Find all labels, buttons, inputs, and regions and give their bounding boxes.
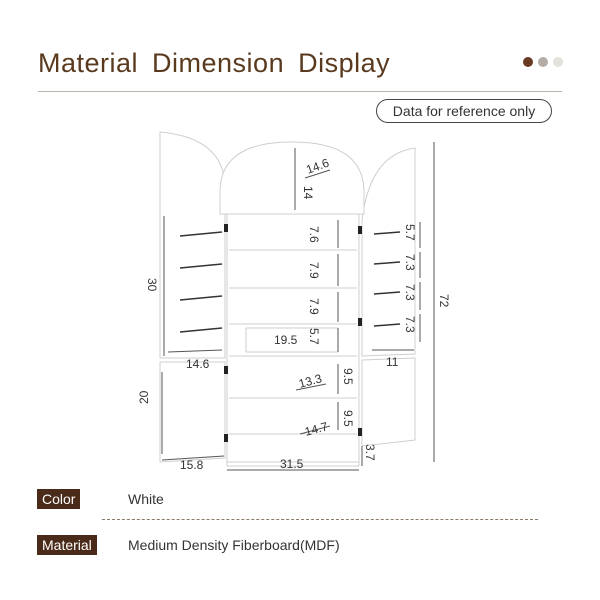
rack-bar	[179, 231, 223, 237]
carousel-dot-1[interactable]	[523, 57, 533, 67]
rack-bar	[373, 261, 401, 265]
left-lower-door	[159, 361, 226, 463]
dimension-label: 20	[137, 390, 151, 404]
page-title: Material Dimension Display	[38, 48, 391, 78]
dimension-line	[167, 349, 223, 353]
cabinet-drawing-svg: 14 14.6 7.6 7.9 7.9 5.7 19.5 5.7 7.3 7.3…	[137, 131, 451, 472]
dimension-label: 7.3	[403, 284, 417, 301]
spec-value-material: Medium Density Fiberboard(MDF)	[128, 537, 340, 553]
dimension-label: 7.9	[307, 298, 321, 315]
hinge	[358, 318, 362, 326]
dimension-label: 13.3	[297, 371, 323, 391]
dimension-label: 7.3	[403, 316, 417, 333]
rack-bar	[179, 295, 223, 301]
hinge	[358, 226, 362, 234]
dimension-label: 30	[145, 278, 159, 292]
dimension-label: 14	[301, 186, 315, 200]
hinge	[224, 434, 228, 442]
dimension-label: 5.7	[403, 224, 417, 241]
dimension-label: 14.7	[303, 419, 329, 439]
dimension-line	[304, 169, 331, 179]
dimension-line	[161, 455, 225, 461]
spec-divider	[102, 519, 538, 520]
carousel-dot-3[interactable]	[553, 57, 563, 67]
dimension-label: 5.7	[307, 328, 321, 345]
spec-value-color: White	[128, 491, 164, 507]
dimension-label: 3.7	[363, 444, 377, 461]
dimension-label: 7.6	[307, 226, 321, 243]
dimension-label: 14.6	[186, 357, 210, 371]
carousel-dot-2[interactable]	[538, 57, 548, 67]
right-lower-door	[361, 357, 416, 447]
dimension-label: 31.5	[280, 457, 304, 471]
rack-bar	[373, 231, 401, 235]
rack-bar	[373, 291, 401, 295]
dimension-line	[299, 425, 331, 435]
dimension-line	[295, 383, 327, 391]
dimension-label: 9.5	[341, 368, 355, 385]
dimension-label: 72	[437, 294, 451, 308]
left-upper-door	[159, 131, 226, 359]
dimension-label: 19.5	[274, 333, 298, 347]
rack-bar	[179, 327, 223, 333]
header-divider	[38, 91, 562, 92]
dimension-label: 15.8	[180, 458, 204, 472]
cabinet-dimension-drawing: 14 14.6 7.6 7.9 7.9 5.7 19.5 5.7 7.3 7.3…	[130, 128, 460, 478]
spec-label-material: Material	[37, 535, 97, 555]
hinge	[224, 366, 228, 374]
spec-label-color: Color	[37, 489, 81, 509]
reference-note: Data for reference only	[376, 99, 552, 123]
base-plinth	[226, 461, 360, 467]
rack-bar	[373, 323, 401, 327]
dimension-label: 7.3	[403, 254, 417, 271]
carousel-dots	[523, 57, 563, 67]
dimension-label: 9.5	[341, 410, 355, 427]
dimension-label: 7.9	[307, 262, 321, 279]
hinge	[358, 428, 362, 436]
rack-bar	[179, 263, 223, 269]
dimension-label: 11	[386, 355, 399, 369]
top-arch	[219, 141, 365, 215]
right-upper-door	[361, 147, 416, 357]
hinge	[224, 224, 228, 232]
